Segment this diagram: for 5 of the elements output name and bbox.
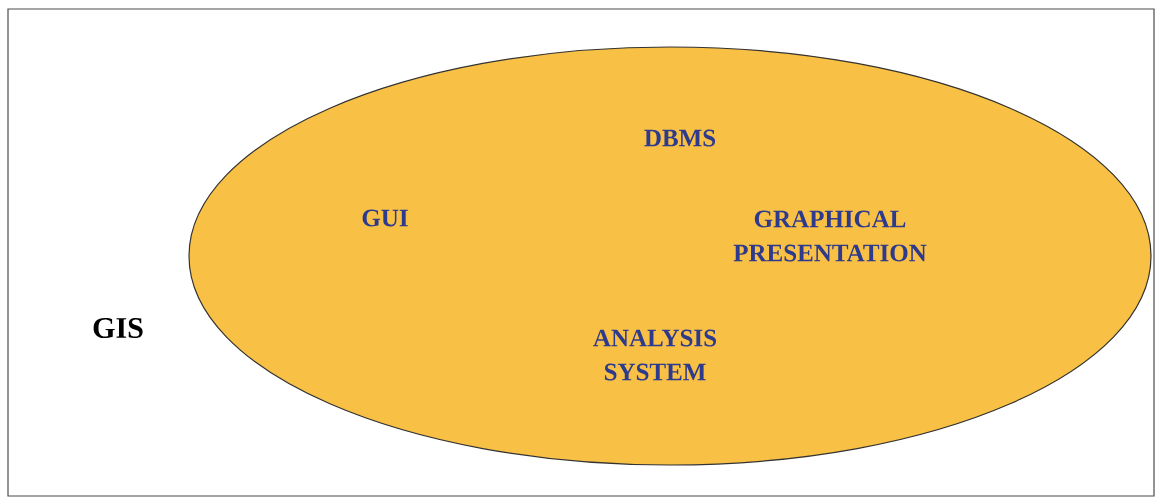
heading: GIS — [93, 317, 143, 339]
component-label: GUI — [362, 209, 408, 227]
component-label: DBMS — [644, 129, 716, 147]
component-label: GRAPHICAL PRESENTATION — [733, 210, 927, 262]
component-label: ANALYSIS SYSTEM — [593, 329, 716, 381]
